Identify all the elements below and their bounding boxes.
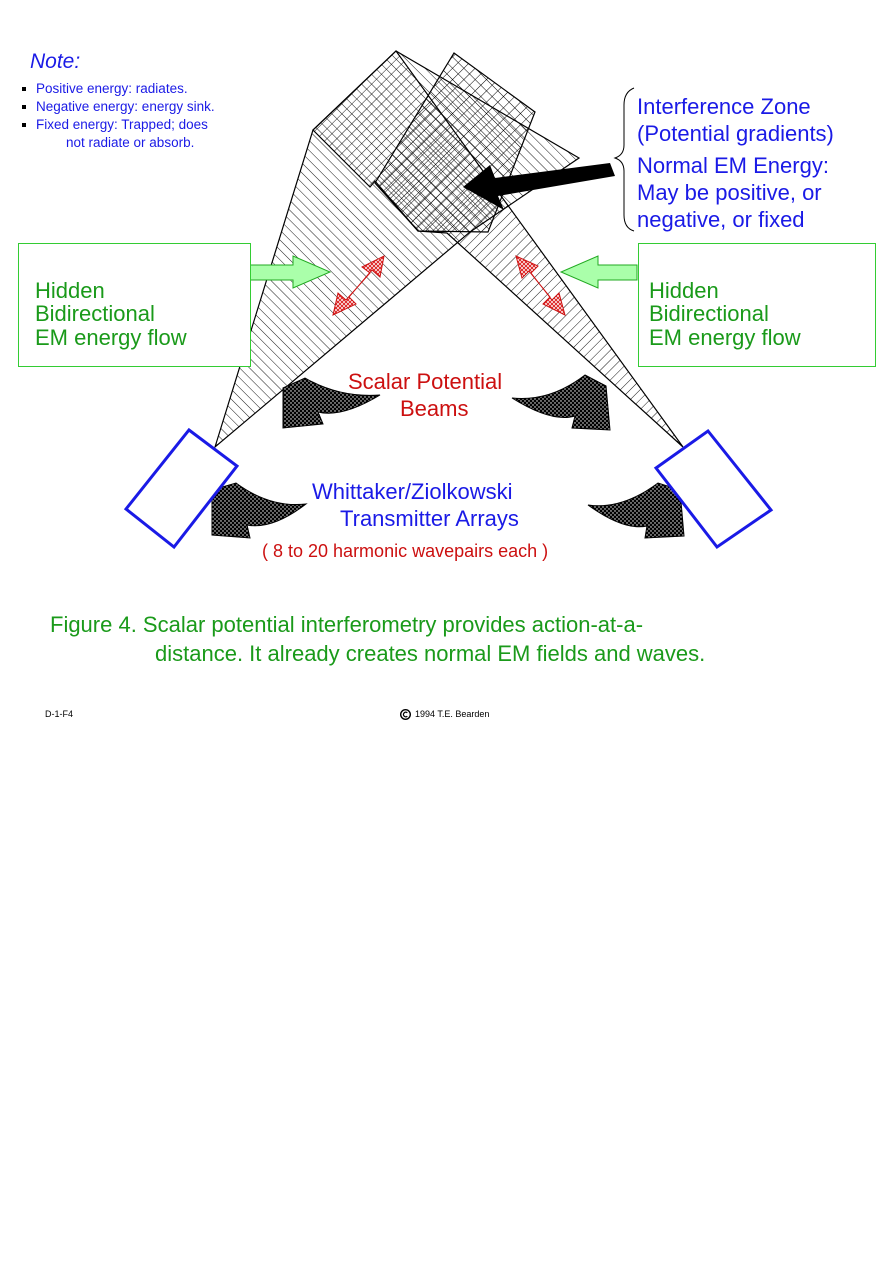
scalar-right-curved-arrow <box>511 374 611 431</box>
hidden-flow-line: Hidden <box>649 278 719 303</box>
scalar-left-curved-arrow <box>282 377 381 429</box>
scalar-beams-label-2: Beams <box>400 396 469 421</box>
interference-label: Interference Zone <box>637 94 811 119</box>
hidden-flow-line: Bidirectional <box>35 301 155 326</box>
left-bidirectional-arrow <box>332 255 385 316</box>
figure-caption: Figure 4. Scalar potential interferometr… <box>50 612 644 637</box>
normal-em-label: Normal EM Energy: <box>637 153 829 178</box>
note-item: Fixed energy: Trapped; does <box>20 116 215 134</box>
transmitter-label-2: Transmitter Arrays <box>340 506 519 531</box>
transmitter-left-curved-arrow <box>211 482 308 539</box>
hidden-flow-line: EM energy flow <box>35 325 187 350</box>
right-bidirectional-arrow <box>515 255 566 316</box>
right-green-arrow <box>559 255 638 289</box>
hidden-flow-line: EM energy flow <box>649 325 801 350</box>
note-item: Positive energy: radiates. <box>20 80 215 98</box>
note-item: Negative energy: energy sink. <box>20 98 215 116</box>
interference-bracket <box>613 87 635 232</box>
hidden-flow-line: Bidirectional <box>649 301 769 326</box>
transmitter-right-curved-arrow <box>587 482 685 539</box>
note-list: Positive energy: radiates. Negative ener… <box>20 80 215 152</box>
left-transmitter-array <box>123 427 240 550</box>
left-green-arrow <box>249 255 332 289</box>
hidden-flow-box-left: Hidden Bidirectional EM energy flow <box>18 243 251 367</box>
scalar-beams-label: Scalar Potential <box>348 369 503 394</box>
hidden-flow-box-right: Hidden Bidirectional EM energy flow <box>638 243 876 367</box>
note-item-continuation: not radiate or absorb. <box>66 135 195 150</box>
note-title: Note: <box>30 50 81 73</box>
document-id: D-1-F4 <box>45 709 74 719</box>
normal-em-desc-2: negative, or fixed <box>637 207 805 232</box>
transmitter-label: Whittaker/Ziolkowski <box>312 479 513 504</box>
figure-caption-2: distance. It already creates normal EM f… <box>155 641 706 666</box>
normal-em-desc-1: May be positive, or <box>637 180 822 205</box>
right-transmitter-array <box>653 428 774 550</box>
interference-sublabel: (Potential gradients) <box>637 121 834 146</box>
wavepairs-note: ( 8 to 20 harmonic wavepairs each ) <box>262 541 549 561</box>
copyright-icon <box>400 709 411 720</box>
hidden-flow-line: Hidden <box>35 278 105 303</box>
interference-pointer-arrow <box>463 163 615 210</box>
copyright-text: 1994 T.E. Bearden <box>415 709 490 719</box>
